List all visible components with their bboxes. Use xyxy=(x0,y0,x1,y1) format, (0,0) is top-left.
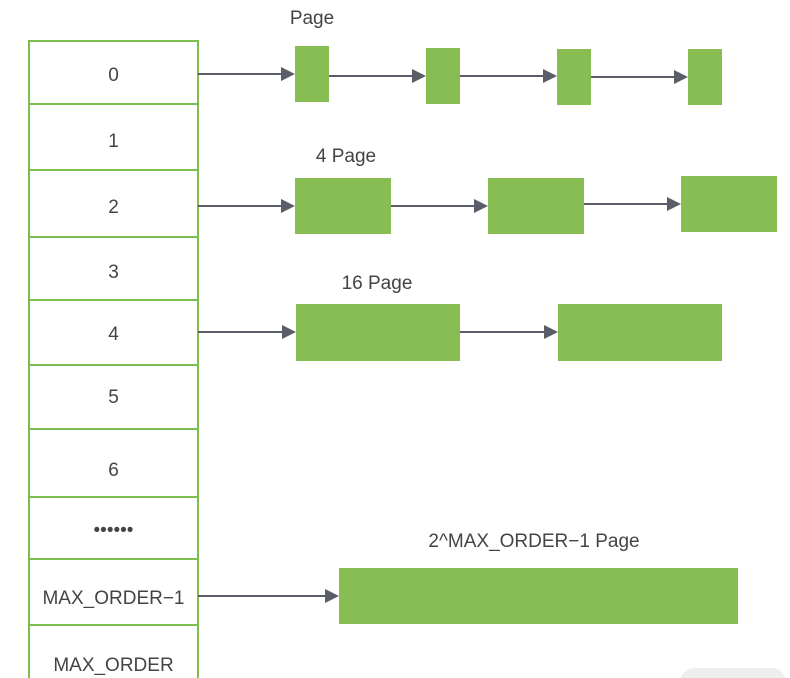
order-table: 0 1 2 3 4 5 6 •••••• xyxy=(28,40,199,678)
arrow-head xyxy=(667,197,681,211)
arrow-head xyxy=(474,199,488,213)
table-row: 5 xyxy=(28,364,199,430)
group-label: 16 Page xyxy=(342,273,413,294)
order-cell-box xyxy=(28,40,199,105)
page-block xyxy=(557,49,591,105)
table-row: 0 xyxy=(28,40,199,105)
order-cell-box xyxy=(28,496,199,560)
order-cell-label: 5 xyxy=(108,387,119,408)
page-block xyxy=(558,304,722,361)
group-label: 2^MAX_ORDER−1 Page xyxy=(428,531,639,552)
order-cell-label: 6 xyxy=(108,460,119,481)
order-cell-label: 2 xyxy=(108,197,119,218)
arrow-head xyxy=(674,70,688,84)
order-cell-label: 1 xyxy=(108,131,119,152)
arrow-head xyxy=(412,69,426,83)
table-row: 6 xyxy=(28,428,199,498)
order-cell-label: 4 xyxy=(108,324,119,345)
page-block xyxy=(688,49,722,105)
table-row: MAX_ORDER−1 xyxy=(28,558,199,626)
page-block xyxy=(681,176,777,232)
arrow-head xyxy=(282,325,296,339)
page-block xyxy=(339,568,738,624)
free-list-order-0: Page xyxy=(198,8,722,105)
order-cell-ellipsis: •••••• xyxy=(94,520,134,541)
free-list-order-2: 4 Page xyxy=(198,146,777,234)
group-label: 4 Page xyxy=(316,146,376,167)
table-row: •••••• xyxy=(28,496,199,560)
arrow-head xyxy=(543,69,557,83)
free-list-order-4: 16 Page xyxy=(198,273,722,361)
order-cell-box xyxy=(28,169,199,238)
corner-badge xyxy=(680,668,786,678)
table-row: 1 xyxy=(28,103,199,171)
page-block xyxy=(295,46,329,102)
free-list-order-max-minus-one: 2^MAX_ORDER−1 Page xyxy=(198,531,738,624)
order-cell-box xyxy=(28,103,199,171)
arrow-head xyxy=(544,325,558,339)
order-cell-label: MAX_ORDER−1 xyxy=(42,588,184,609)
table-row: 2 xyxy=(28,169,199,238)
page-block xyxy=(488,178,584,234)
order-cell-box xyxy=(28,236,199,301)
order-cell-box xyxy=(28,624,199,678)
order-cell-label: 0 xyxy=(108,65,119,86)
table-row: 3 xyxy=(28,236,199,301)
table-row: 4 xyxy=(28,299,199,366)
arrow-head xyxy=(281,67,295,81)
page-block xyxy=(296,304,460,361)
order-cell-box xyxy=(28,364,199,430)
arrow-head xyxy=(281,199,295,213)
order-cell-label: MAX_ORDER xyxy=(53,655,173,676)
page-block xyxy=(426,48,460,104)
group-label: Page xyxy=(290,8,334,29)
table-row: MAX_ORDER xyxy=(28,624,199,678)
page-block xyxy=(295,178,391,234)
arrow-head xyxy=(325,589,339,603)
order-cell-label: 3 xyxy=(108,262,119,283)
